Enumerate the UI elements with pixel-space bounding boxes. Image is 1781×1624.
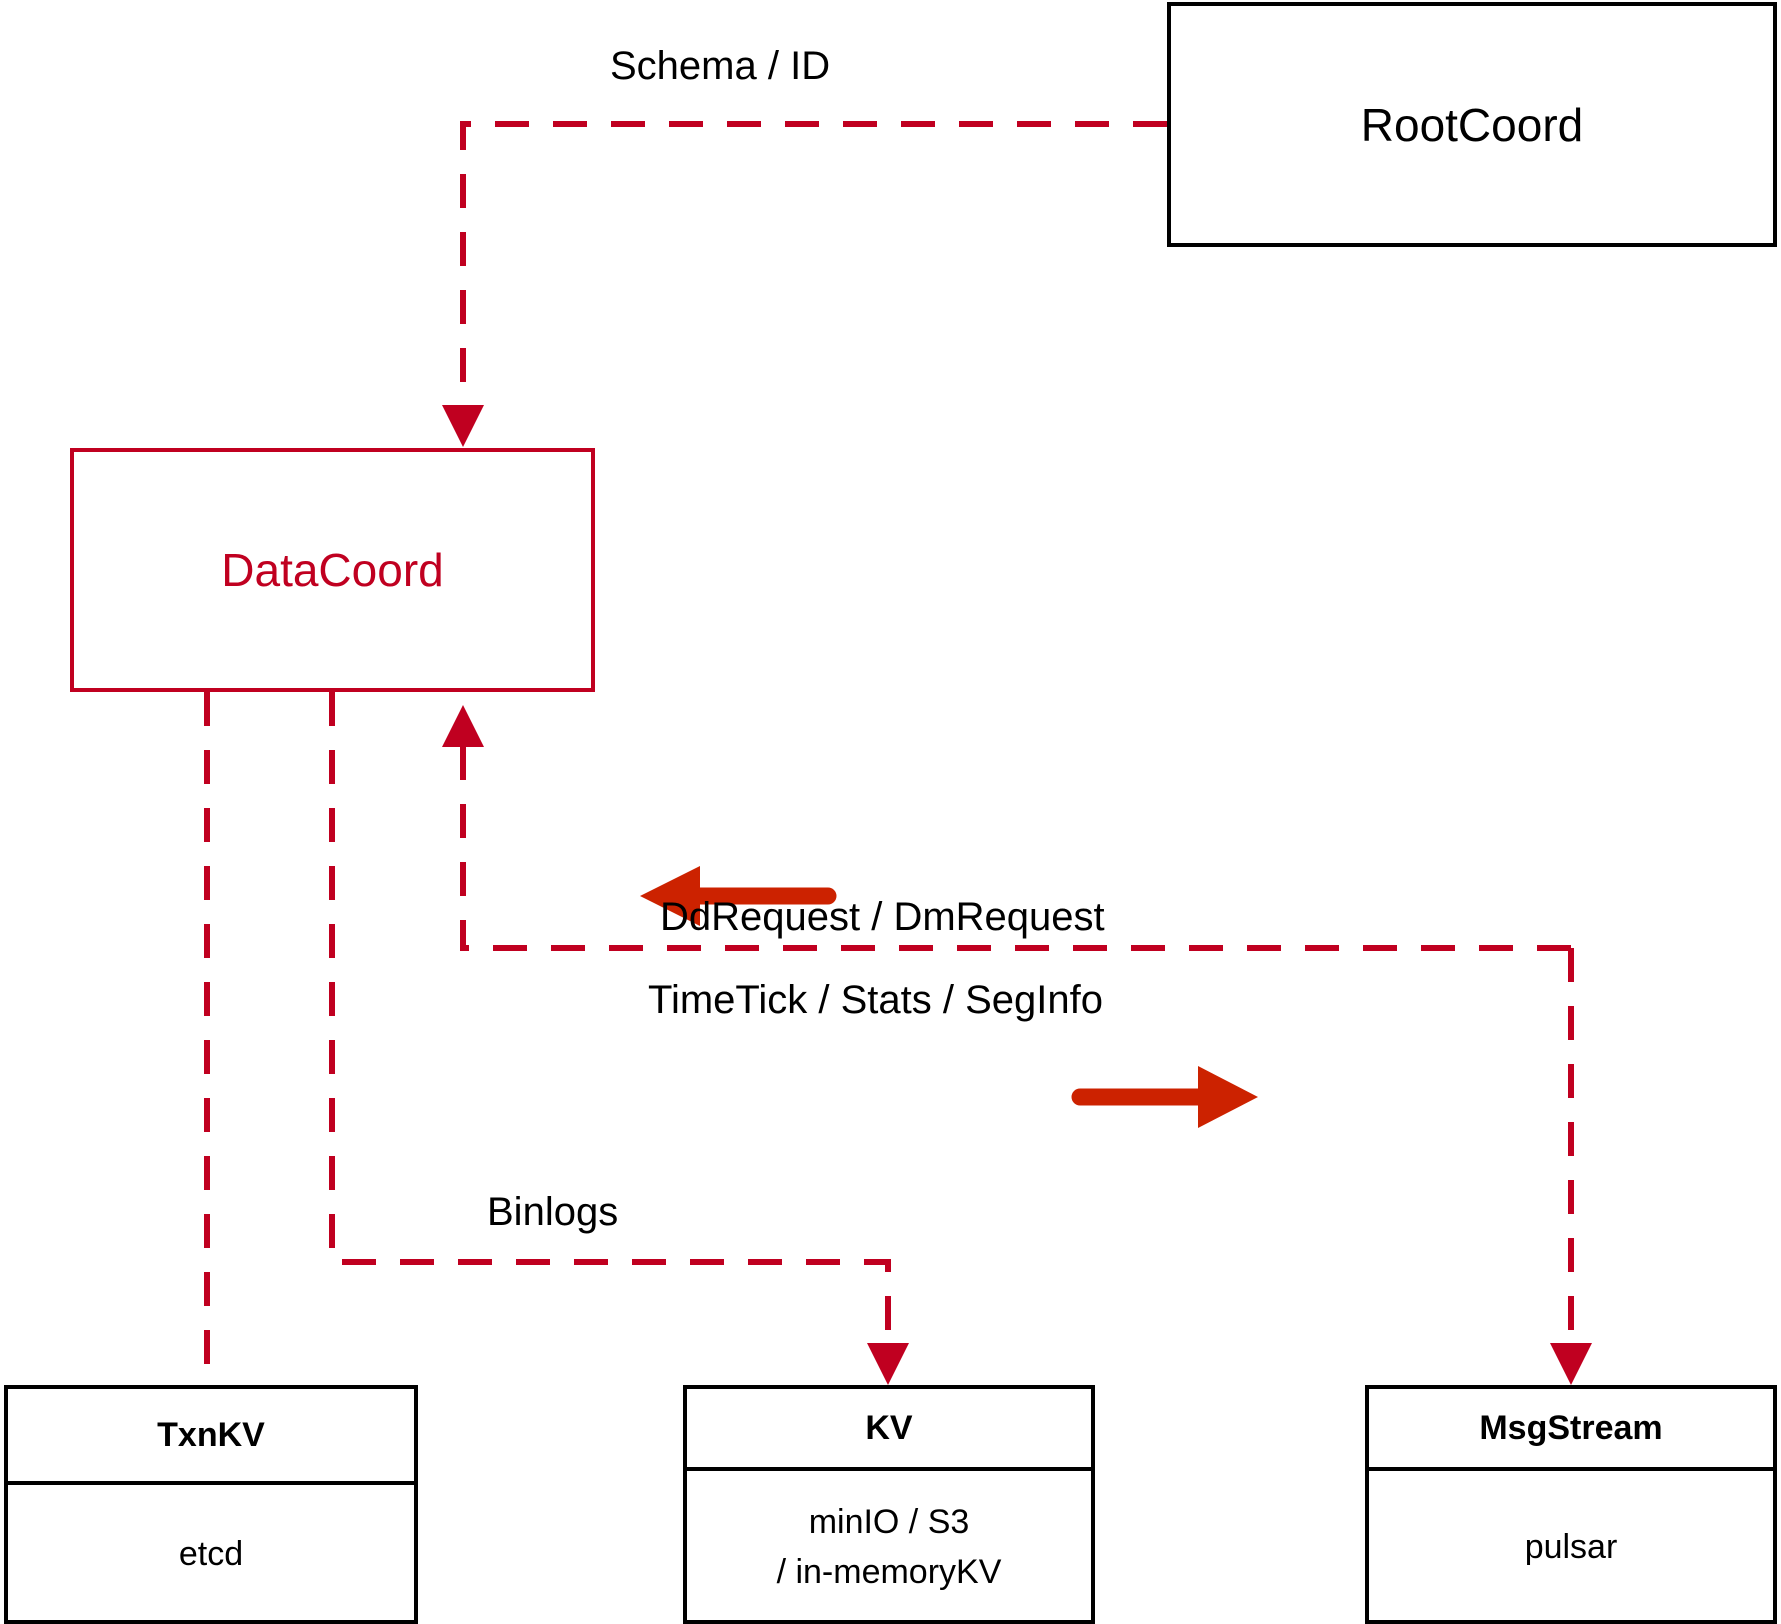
edge-rootcoord-to-datacoord [442,121,1167,447]
node-msgstream[interactable]: MsgStream pulsar [1365,1385,1777,1624]
node-txnkv-body-line-1: etcd [178,1534,244,1573]
outbound-direction-arrow-icon [1071,1066,1258,1128]
node-kv-body-line-1: minIO / S3 [808,1503,970,1542]
node-datacoord[interactable]: DataCoord [70,448,595,692]
edge-label-schema-id: Schema / ID [610,44,831,88]
edge-label-binlogs: Binlogs [487,1190,619,1234]
edge-label-timetick-stats-seginfo: TimeTick / Stats / SegInfo [648,978,1103,1022]
inbound-direction-arrow-icon [640,866,837,926]
node-rootcoord[interactable]: RootCoord [1167,2,1777,247]
node-txnkv[interactable]: TxnKV etcd [4,1385,418,1624]
node-rootcoord-label: RootCoord [1360,98,1584,151]
node-datacoord-label: DataCoord [221,544,444,596]
node-kv-title: KV [687,1389,1091,1471]
edge-msgstream-to-datacoord [442,705,1571,951]
node-msgstream-body: pulsar [1369,1471,1773,1624]
node-txnkv-title: TxnKV [8,1389,414,1485]
edge-label-dd-dm-request: DdRequest / DmRequest [660,895,1105,939]
node-msgstream-title: MsgStream [1369,1389,1773,1471]
node-msgstream-body-line-1: pulsar [1524,1527,1618,1566]
node-txnkv-body: etcd [8,1485,414,1624]
edge-datacoord-to-kv [329,692,909,1385]
node-kv[interactable]: KV minIO / S3 / in-memoryKV [683,1385,1095,1624]
node-kv-body: minIO / S3 / in-memoryKV [687,1471,1091,1624]
node-kv-body-line-2: / in-memoryKV [776,1552,1002,1591]
